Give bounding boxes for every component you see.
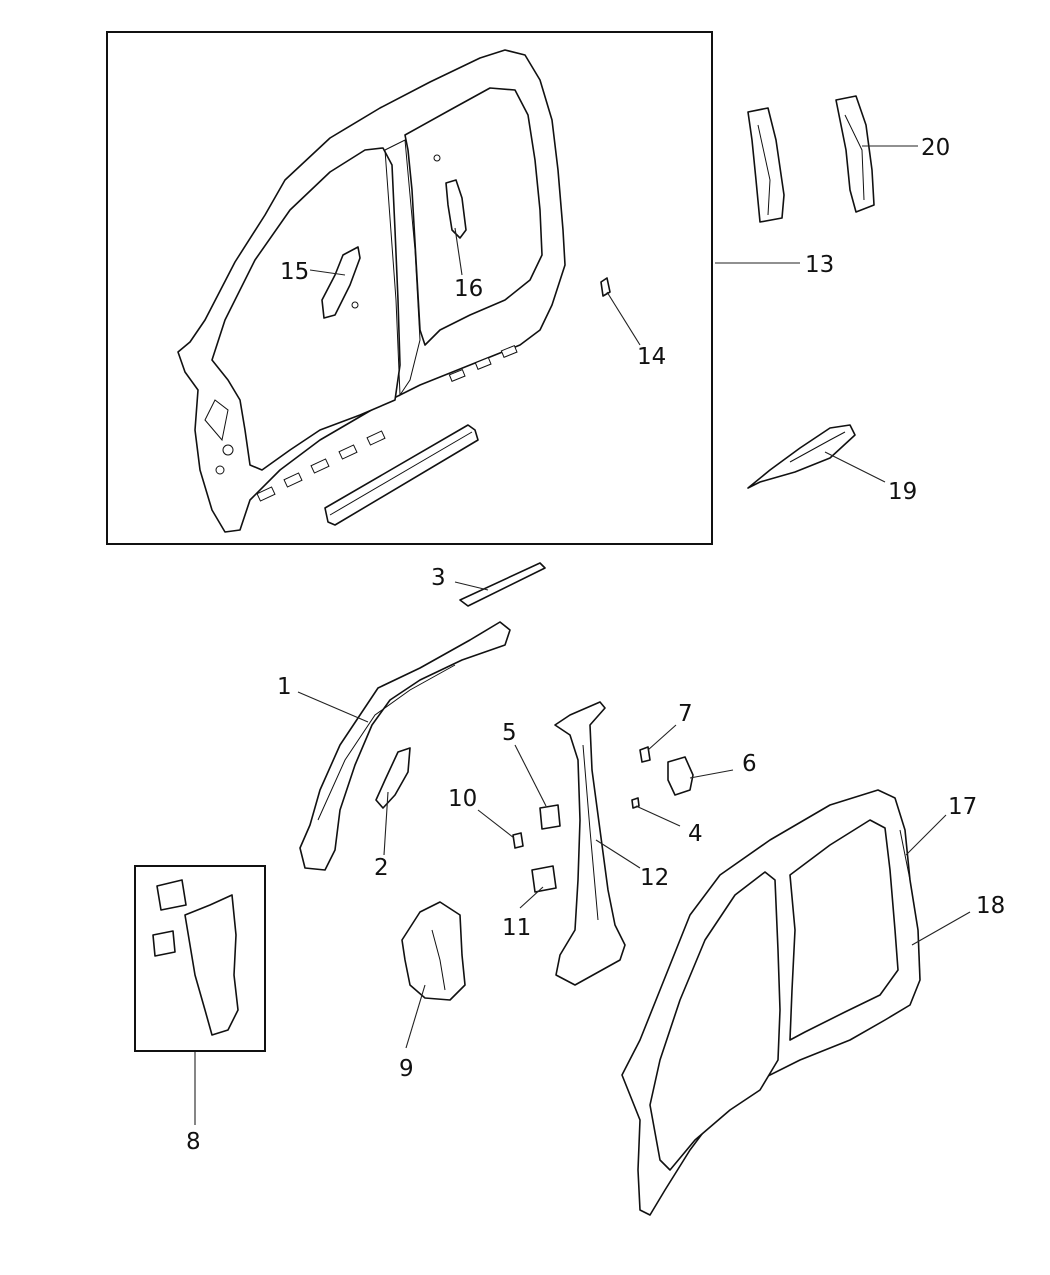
part-4-clip bbox=[631, 797, 640, 809]
body-side-aperture bbox=[177, 49, 566, 533]
callout-3: 3 bbox=[431, 565, 446, 591]
callout-20: 20 bbox=[921, 135, 950, 161]
callout-19: 19 bbox=[888, 479, 917, 505]
part-8-small-patch-a bbox=[156, 879, 187, 911]
part-16-bracket bbox=[445, 179, 467, 239]
callout-18: 18 bbox=[976, 893, 1005, 919]
callout-16: 16 bbox=[454, 276, 483, 302]
sill-holes bbox=[256, 344, 518, 502]
part-1-roof-rail bbox=[299, 621, 511, 871]
part-2-bracket bbox=[375, 747, 411, 809]
part-15-bracket bbox=[321, 246, 361, 319]
leader-lines bbox=[194, 145, 971, 1125]
callout-17: 17 bbox=[948, 794, 977, 820]
callout-13: 13 bbox=[805, 252, 834, 278]
callout-11: 11 bbox=[502, 915, 531, 941]
callout-15: 15 bbox=[280, 259, 309, 285]
part-5-patch bbox=[539, 804, 561, 830]
callout-14: 14 bbox=[637, 344, 666, 370]
assembly-frame bbox=[106, 31, 713, 545]
part-9-pillar-base bbox=[401, 901, 466, 1001]
part-19-panel bbox=[747, 424, 856, 489]
sill-reinforcement bbox=[324, 424, 479, 526]
callout-8: 8 bbox=[186, 1129, 201, 1155]
part-18-edge bbox=[899, 829, 921, 1001]
part-6-bracket bbox=[667, 756, 694, 796]
part-12-b-pillar bbox=[554, 701, 626, 986]
callout-2: 2 bbox=[374, 855, 389, 881]
part-11-patch bbox=[531, 865, 557, 893]
callouts: 1 2 3 4 5 6 7 8 9 10 11 12 13 14 15 16 1… bbox=[186, 135, 1005, 1155]
part-8-bracket bbox=[184, 894, 239, 1036]
callout-7: 7 bbox=[678, 701, 693, 727]
part-3-strip bbox=[459, 562, 546, 607]
callout-4: 4 bbox=[688, 821, 703, 847]
part-14-clip bbox=[600, 277, 611, 297]
callout-1: 1 bbox=[277, 674, 292, 700]
part-10-clip bbox=[512, 832, 524, 849]
callout-5: 5 bbox=[502, 720, 517, 746]
callout-12: 12 bbox=[640, 865, 669, 891]
callout-10: 10 bbox=[448, 786, 477, 812]
part-8-inset-frame bbox=[134, 865, 266, 1052]
part-17-body-side-outer bbox=[621, 789, 921, 1216]
callout-6: 6 bbox=[742, 751, 757, 777]
part-13-panel bbox=[747, 107, 785, 223]
part-7-clip bbox=[639, 746, 651, 763]
callout-9: 9 bbox=[399, 1056, 414, 1082]
part-8-small-patch-b bbox=[152, 930, 176, 957]
part-20-reinforcement bbox=[835, 95, 875, 213]
